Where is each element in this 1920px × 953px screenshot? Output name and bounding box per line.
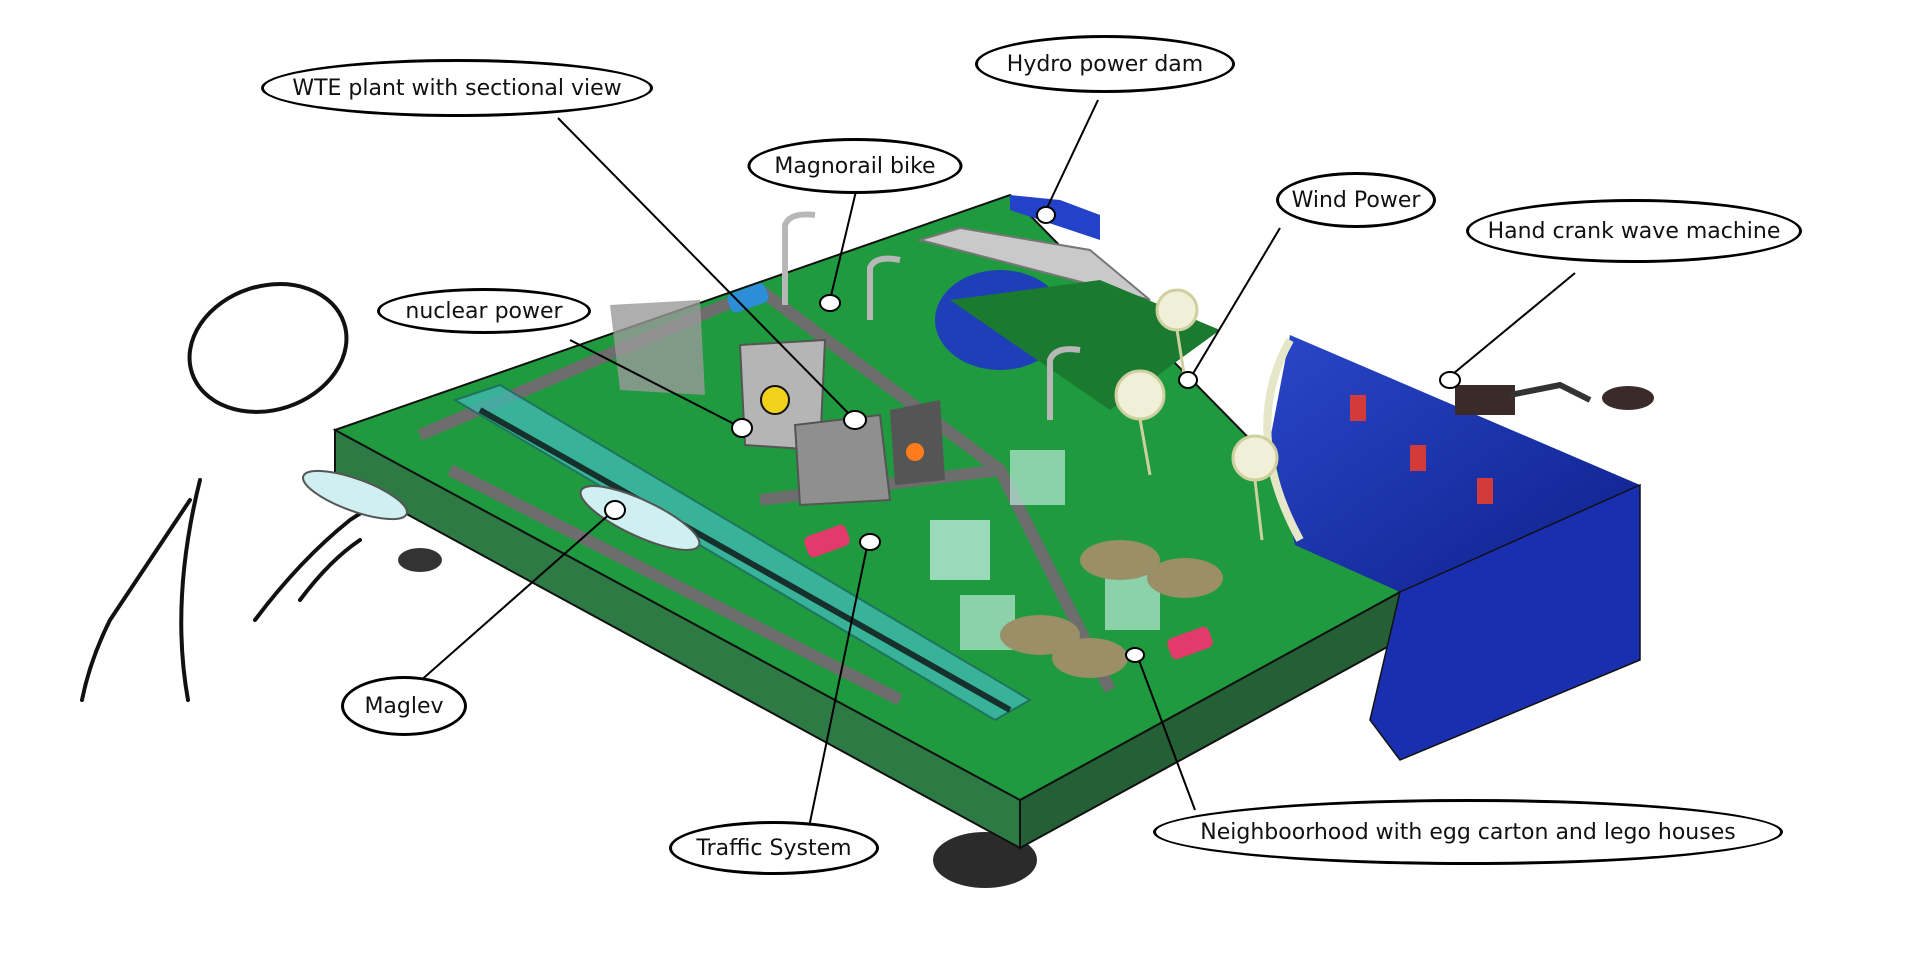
wind-turbines	[1114, 288, 1279, 541]
label-neighborhood: Neighboorhood with egg carton and lego h…	[1153, 799, 1783, 865]
label-magnorail-bike: Magnorail bike	[747, 138, 963, 194]
table-leg	[933, 832, 1037, 888]
leader-lines	[409, 99, 1576, 833]
table-leg	[398, 548, 442, 572]
neighborhood	[930, 450, 1223, 678]
cars	[727, 283, 1213, 660]
label-wind-power: Wind Power	[1276, 172, 1436, 228]
label-maglev: Maglev	[341, 676, 467, 736]
label-wave-machine: Hand crank wave machine	[1466, 199, 1802, 263]
label-traffic-system: Traffic System	[669, 821, 879, 875]
traffic-lights	[782, 211, 1081, 420]
anchor-markers	[604, 206, 1461, 663]
label-wte-plant: WTE plant with sectional view	[261, 59, 653, 117]
hand-crank	[1455, 381, 1654, 415]
label-nuclear-power: nuclear power	[377, 288, 591, 334]
label-hydro-dam: Hydro power dam	[975, 35, 1235, 93]
buoys	[1350, 395, 1493, 504]
wte-plant	[793, 400, 945, 507]
